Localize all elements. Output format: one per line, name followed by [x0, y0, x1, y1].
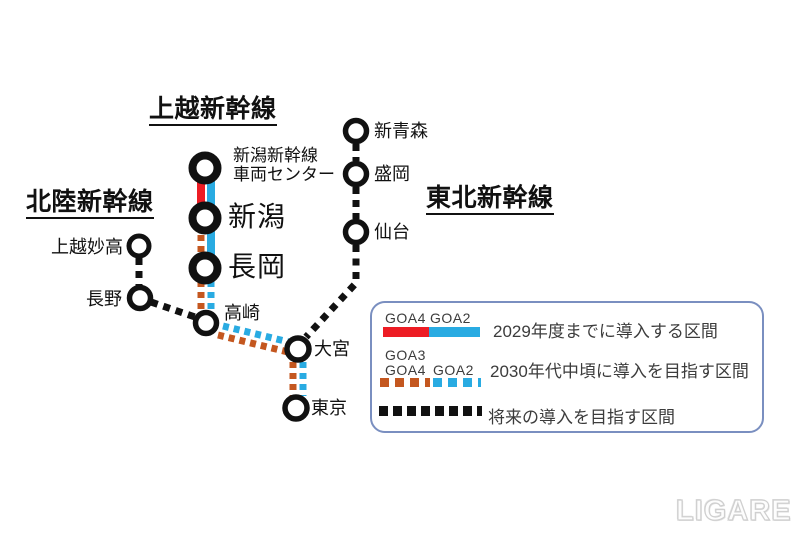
station-nagaoka-circle [188, 251, 222, 285]
line-nagano-takasaki-dotted [149, 298, 200, 322]
label-depot-line1: 新潟新幹線 [233, 146, 318, 165]
heading-hokuriku-shinkansen: 北陸新幹線 [26, 189, 154, 219]
label-takasaki: 高崎 [224, 303, 260, 323]
label-nagaoka: 長岡 [228, 251, 287, 282]
legend-black-dotted-swatch [379, 406, 482, 416]
line-sendai-omiya-dotted [303, 245, 360, 340]
legend-goa4-red-swatch [383, 327, 429, 337]
legend-orange-dotted-swatch [380, 378, 430, 387]
label-tokyo: 東京 [311, 398, 347, 418]
legend-goa2-blue-swatch [429, 327, 480, 337]
label-morioka: 盛岡 [374, 164, 410, 184]
legend-row1-text: 2029年度までに導入する区間 [493, 322, 718, 341]
legend-row1-goa4-label: GOA4 [385, 310, 426, 326]
legend-row2-text: 2030年代中頃に導入を目指す区間 [490, 362, 749, 381]
station-nagano-circle [126, 284, 154, 312]
legend-row2-goa4-label: GOA4 [385, 362, 426, 378]
station-takasaki-circle [192, 309, 220, 337]
label-depot-line2: 車両センター [233, 165, 335, 184]
station-shinaomori-circle [342, 117, 370, 145]
label-nagano: 長野 [86, 289, 122, 309]
ligare-watermark: LIGARE [675, 494, 792, 527]
legend-row2-goa2-label: GOA2 [433, 362, 474, 378]
heading-tohoku-shinkansen: 東北新幹線 [426, 185, 554, 215]
label-sendai: 仙台 [374, 222, 410, 242]
station-depot-circle [188, 151, 222, 185]
label-joetsu-myoko: 上越妙高 [51, 237, 123, 257]
legend-row2-goa3-label: GOA3 [385, 347, 426, 363]
station-niigata-circle [188, 201, 222, 235]
station-tokyo-circle [282, 394, 310, 422]
legend-row3-text: 将来の導入を目指す区間 [488, 408, 675, 427]
line-takasaki-omiya-orange-dotted [217, 331, 289, 356]
heading-joetsu-shinkansen: 上越新幹線 [149, 96, 277, 126]
legend-box: GOA4 GOA2 2029年度までに導入する区間 GOA3 GOA4 GOA2… [370, 301, 764, 433]
station-omiya-circle [284, 335, 312, 363]
station-joetsumyoko-circle [126, 233, 152, 259]
label-depot: 新潟新幹線 車両センター [233, 146, 335, 184]
label-niigata: 新潟 [228, 201, 287, 232]
station-sendai-circle [342, 218, 370, 246]
label-shin-aomori: 新青森 [374, 121, 428, 141]
legend-blue-dotted-swatch [433, 378, 481, 387]
label-omiya: 大宮 [314, 339, 350, 359]
legend-row1-goa2-label: GOA2 [430, 310, 471, 326]
line-takasaki-omiya-blue-dotted [222, 322, 294, 347]
station-morioka-circle [342, 160, 370, 188]
